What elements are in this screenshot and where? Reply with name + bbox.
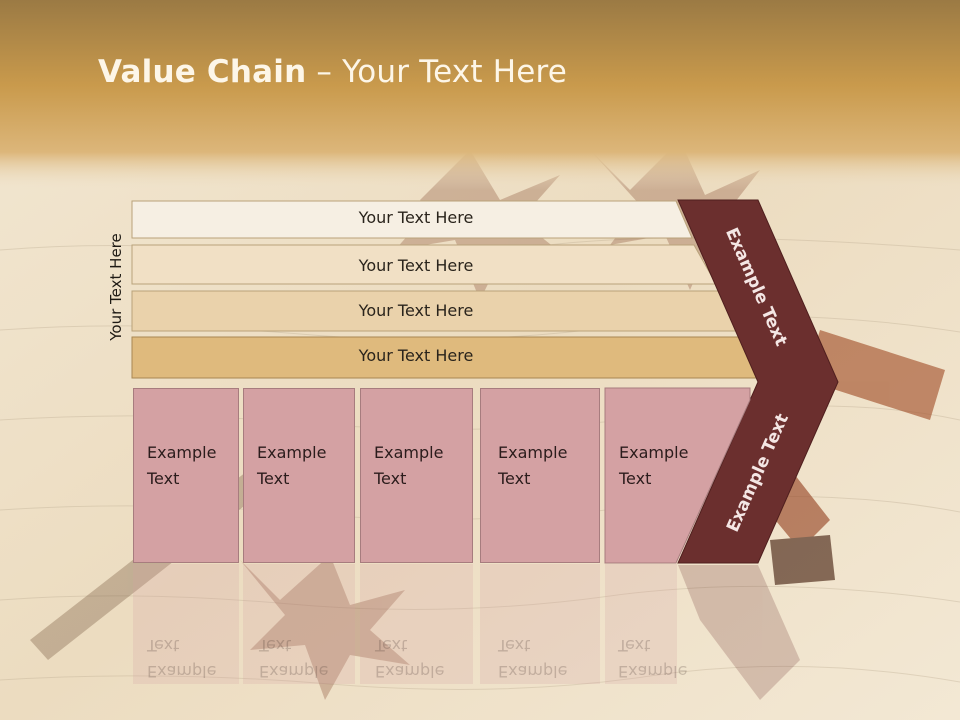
- box-1-line-1: Example: [147, 443, 217, 462]
- page-title: Value Chain – Your Text Here: [98, 54, 567, 90]
- box-5-shape: [604, 387, 751, 564]
- side-label: Your Text Here: [107, 233, 125, 341]
- box-2-line-1: Example: [257, 443, 327, 462]
- row-2-text: Your Text Here: [358, 256, 474, 275]
- box-5: Example Text: [605, 388, 705, 563]
- chevron-arrow: [677, 199, 839, 564]
- row-3-text: Your Text Here: [358, 301, 474, 320]
- box-5-text: Example Text: [619, 440, 688, 492]
- box-3-text: Example Text: [374, 440, 443, 492]
- box-5-line-2: Text: [619, 469, 652, 488]
- box-2: Example Text: [243, 388, 355, 563]
- box-4-line-2: Text: [498, 469, 531, 488]
- box-1: Example Text: [133, 388, 239, 563]
- row-1-text: Your Text Here: [358, 208, 474, 227]
- row-4-text: Your Text Here: [358, 346, 474, 365]
- title-rest: – Your Text Here: [306, 54, 568, 90]
- box-3-line-2: Text: [374, 469, 407, 488]
- box-3: Example Text: [360, 388, 473, 563]
- box-4-line-1: Example: [498, 443, 568, 462]
- box-1-line-2: Text: [147, 469, 180, 488]
- box-5-line-1: Example: [619, 443, 689, 462]
- box-2-text: Example Text: [257, 440, 326, 492]
- box-1-text: Example Text: [147, 440, 216, 492]
- box-4-text: Example Text: [498, 440, 567, 492]
- box-3-line-1: Example: [374, 443, 444, 462]
- box-4: Example Text: [480, 388, 600, 563]
- title-bold: Value Chain: [98, 54, 307, 90]
- box-2-line-2: Text: [257, 469, 290, 488]
